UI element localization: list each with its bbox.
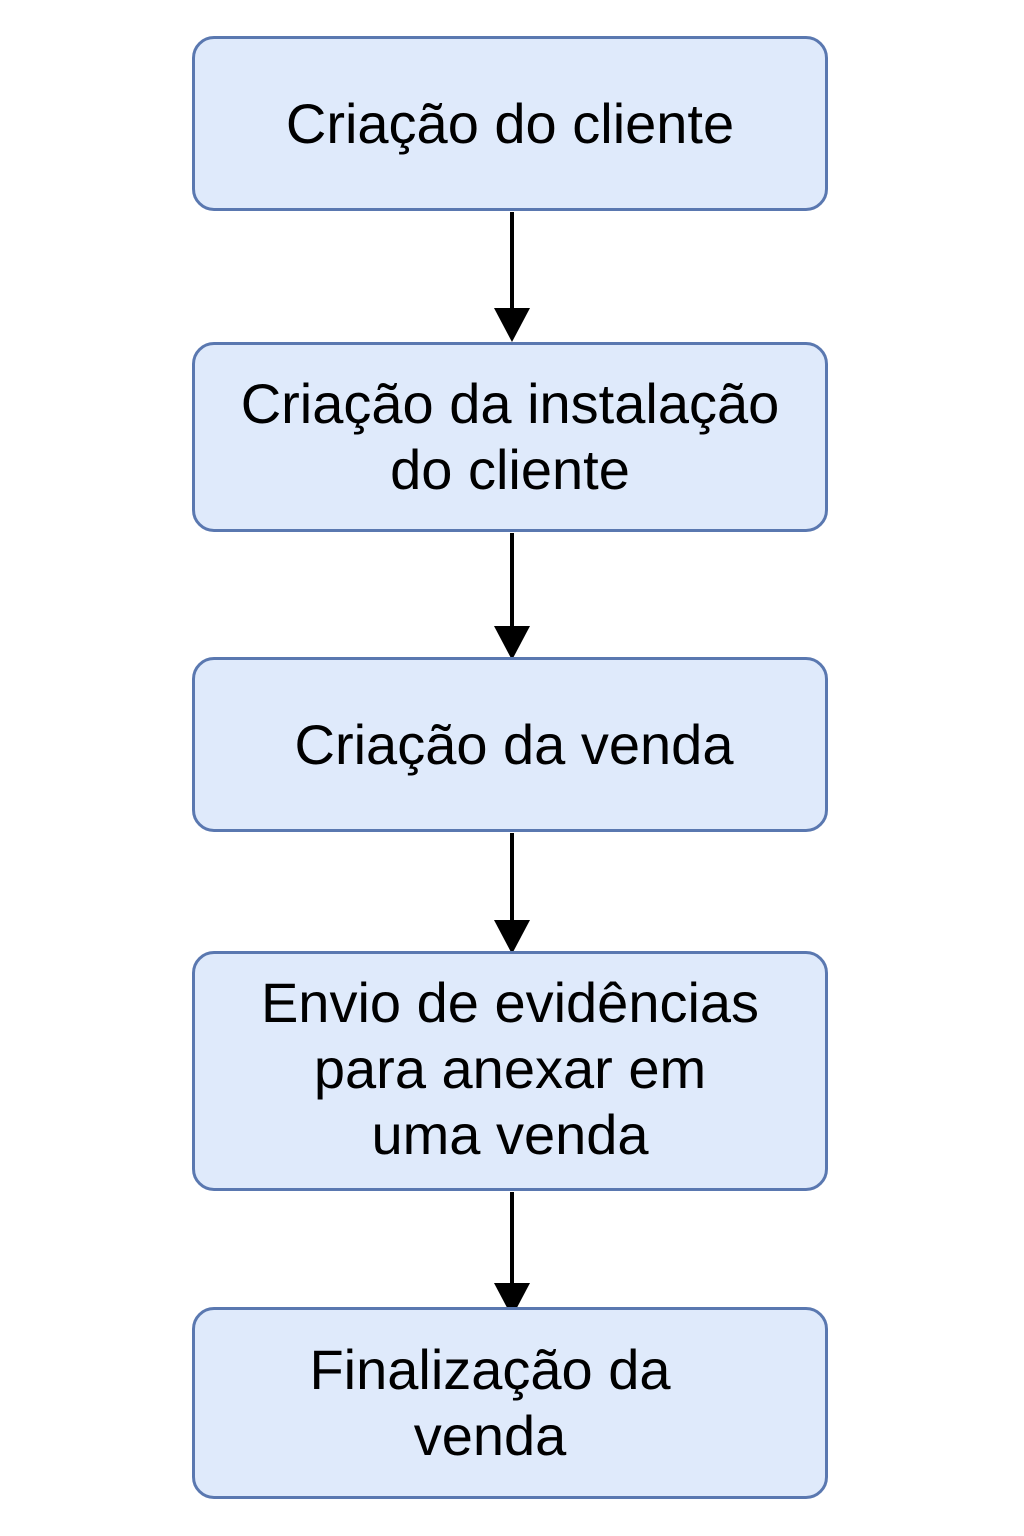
arrow-3-to-4	[494, 833, 530, 954]
step-label-finalize-sale: Finalização da venda	[309, 1338, 671, 1467]
step-box-create-installation: Criação da instalação do cliente	[192, 342, 828, 532]
step-box-finalize-sale: Finalização da venda	[192, 1307, 828, 1499]
step-label-create-sale: Criação da venda	[294, 712, 734, 776]
step-label-create-client: Criação do cliente	[285, 91, 735, 155]
arrow-4-to-5	[494, 1192, 530, 1317]
arrow-1-to-2	[494, 212, 530, 342]
arrow-2-to-3	[494, 533, 530, 660]
step-box-create-sale: Criação da venda	[192, 657, 828, 832]
step-box-send-evidence: Envio de evidências para anexar em uma v…	[192, 951, 828, 1191]
step-label-send-evidence: Envio de evidências para anexar em uma v…	[260, 971, 760, 1166]
step-label-create-installation: Criação da instalação do cliente	[240, 372, 780, 501]
step-box-create-client: Criação do cliente	[192, 36, 828, 211]
